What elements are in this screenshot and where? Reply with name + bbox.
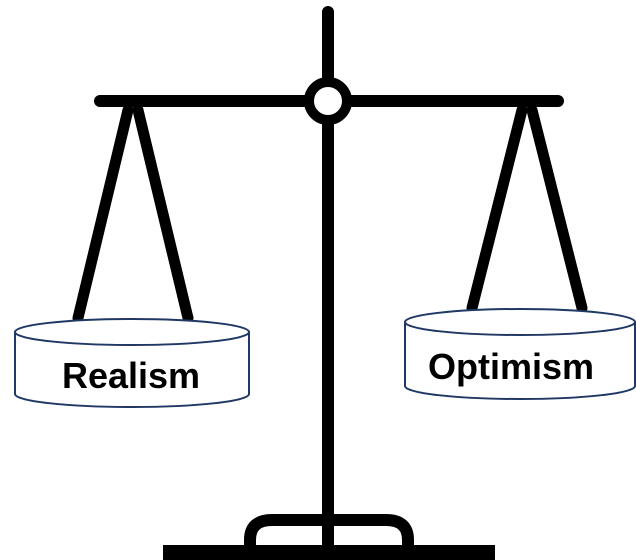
left-hanger-string-outer	[72, 104, 134, 324]
right-hanger-string-outer	[466, 104, 528, 314]
base-arch	[244, 514, 414, 560]
base-plate	[163, 545, 495, 560]
right-pan-rim	[404, 308, 636, 336]
left-pan: Realism	[14, 318, 250, 408]
left-hanger-string-inner	[132, 104, 194, 324]
left-pan-rim	[14, 318, 250, 346]
right-pan: Optimism	[404, 308, 636, 400]
right-pan-label: Optimism	[428, 346, 594, 387]
left-pan-label: Realism	[62, 355, 200, 396]
left-pan-body	[14, 332, 250, 408]
right-hanger-string-inner	[526, 104, 588, 314]
right-pan-body	[404, 322, 636, 400]
pivot-ring	[304, 77, 352, 125]
